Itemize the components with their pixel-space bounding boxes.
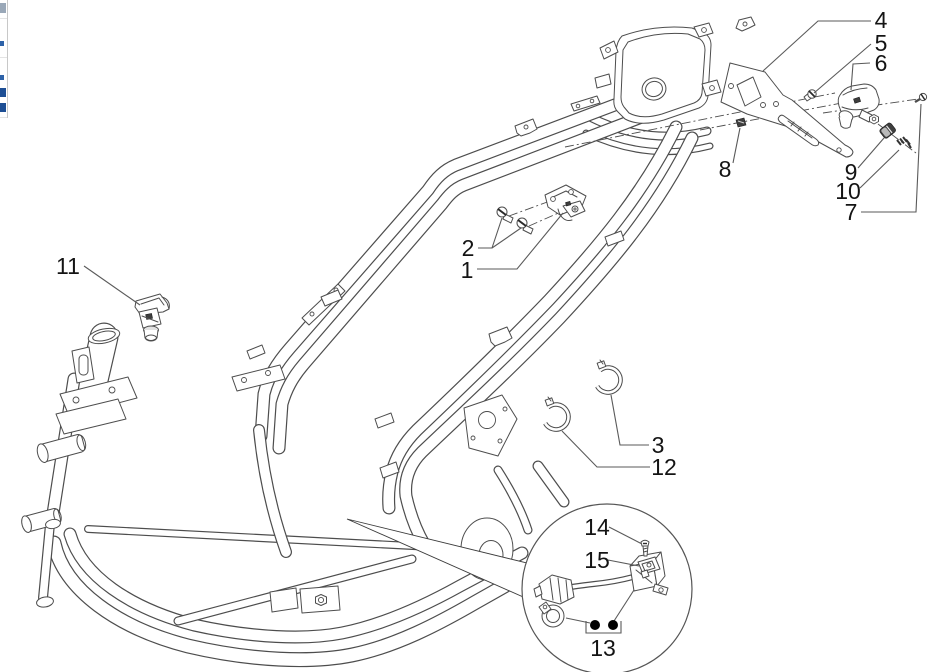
part-latch-lock-1 xyxy=(544,184,587,221)
leader-line-7 xyxy=(861,103,922,213)
leader-line-14 xyxy=(608,526,643,545)
callout-number-12[interactable]: 12 xyxy=(651,454,677,480)
part-screw-14 xyxy=(640,539,650,557)
marker-dot xyxy=(590,620,600,630)
leader-line-5 xyxy=(813,43,872,94)
leader-line-6 xyxy=(850,62,871,91)
leader-lines xyxy=(83,20,922,634)
window-fragment-icon[interactable] xyxy=(0,3,6,13)
callout-number-5[interactable]: 5 xyxy=(875,30,888,56)
callout-number-7[interactable]: 7 xyxy=(845,199,858,225)
folder-icon[interactable] xyxy=(0,88,6,97)
leader-line-13 xyxy=(585,621,622,634)
centerline xyxy=(699,100,853,131)
part-screw-5 xyxy=(803,89,817,102)
part-clip-15 xyxy=(637,556,661,579)
callout-number-2[interactable]: 2 xyxy=(462,235,475,261)
row-separator xyxy=(0,117,7,118)
centerline xyxy=(822,98,919,114)
leader-line-4 xyxy=(762,20,871,72)
part-clamp-12 xyxy=(543,396,571,432)
callout-number-3[interactable]: 3 xyxy=(652,432,665,458)
part-immobilizer-kit-13 xyxy=(533,551,669,630)
row-separator xyxy=(0,18,7,19)
suspension-bushing xyxy=(36,434,87,463)
leader-line-1 xyxy=(477,212,564,270)
callout-number-11[interactable]: 11 xyxy=(56,253,80,279)
leader-line-9 xyxy=(857,137,885,169)
leader-line-2 xyxy=(491,227,522,249)
callout-number-13[interactable]: 13 xyxy=(590,635,616,661)
callout-number-4[interactable]: 4 xyxy=(875,7,888,33)
wire-connector xyxy=(533,574,575,605)
part-nut-8 xyxy=(735,117,747,128)
tail-bracket xyxy=(594,16,756,124)
left-panel-sliver xyxy=(0,0,8,118)
document-icon[interactable] xyxy=(0,75,4,80)
folder-icon[interactable] xyxy=(0,103,6,112)
leader-line-12 xyxy=(561,430,650,468)
leader-line-11 xyxy=(83,265,141,306)
leader-line-15 xyxy=(607,559,640,567)
leader-line-3 xyxy=(610,394,649,446)
leader-line-10 xyxy=(859,149,900,189)
part-bushing-9 xyxy=(879,122,896,139)
callout-number-15[interactable]: 15 xyxy=(584,547,610,573)
screw-icon xyxy=(496,206,514,224)
callout-number-1[interactable]: 1 xyxy=(461,257,474,283)
leader-line-8 xyxy=(732,127,741,164)
part-bracket-plate-4 xyxy=(720,62,854,158)
part-screw-7 xyxy=(914,92,928,104)
antenna-ring xyxy=(538,601,565,628)
part-ignition-switch-6 xyxy=(837,83,880,129)
part-clamp-3 xyxy=(595,359,623,395)
document-icon[interactable] xyxy=(0,41,4,46)
detail-circle xyxy=(521,503,693,672)
part-spring-10 xyxy=(896,136,912,149)
callout-number-9[interactable]: 9 xyxy=(845,159,858,185)
callout-number-14[interactable]: 14 xyxy=(584,514,610,540)
callout-number-8[interactable]: 8 xyxy=(719,156,732,182)
marker-dot xyxy=(608,620,618,630)
callout-number-10[interactable]: 10 xyxy=(835,178,861,204)
part-screws-2 xyxy=(496,206,534,235)
callout-number-6[interactable]: 6 xyxy=(875,50,888,76)
part-lock-catch-11 xyxy=(134,293,170,342)
row-separator xyxy=(0,57,7,58)
screw-icon xyxy=(516,217,534,235)
